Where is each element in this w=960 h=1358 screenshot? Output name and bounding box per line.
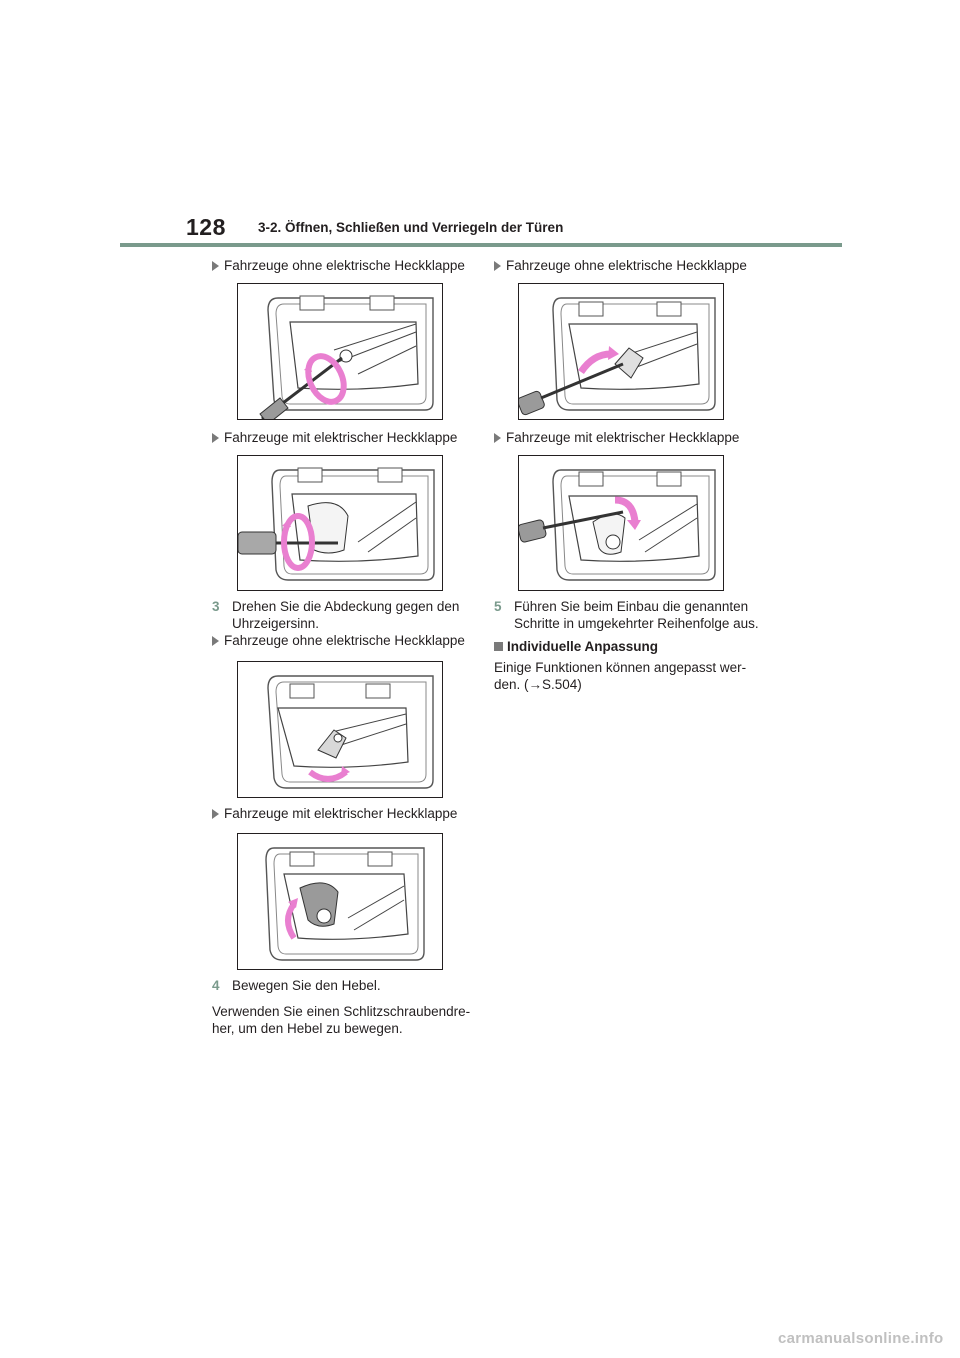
step-line-1: Bewegen Sie den Hebel.: [232, 978, 381, 993]
triangle-bullet-icon: [494, 261, 501, 271]
figure-lever-power: [237, 833, 443, 970]
note-line-2: her, um den Hebel zu bewegen.: [212, 1021, 403, 1036]
caption-text: Fahrzeuge ohne elektrische Heckklappe: [224, 258, 465, 273]
step-line-2: Schritte in umgekehrter Reihenfolge aus.: [514, 616, 759, 631]
caption-right-1: Fahrzeuge ohne elektrische Heckklappe: [494, 257, 747, 274]
figure-cover-rotate-no-power: [237, 283, 443, 420]
step-text: Führen Sie beim Einbau die genannten Sch…: [514, 598, 759, 632]
section-title: 3-2. Öffnen, Schließen und Verriegeln de…: [258, 220, 564, 235]
figure-screwdriver-no-power: [518, 283, 724, 420]
triangle-bullet-icon: [494, 433, 501, 443]
triangle-bullet-icon: [212, 636, 219, 646]
para-line-2: den. (→S.504): [494, 677, 582, 692]
header-rule: [120, 243, 842, 247]
step-text: Drehen Sie die Abdeckung gegen den Uhrze…: [232, 598, 459, 632]
watermark: carmanualsonline.info: [778, 1330, 944, 1347]
step-3: 3 Drehen Sie die Abdeckung gegen den Uhr…: [212, 598, 462, 632]
caption-text: Fahrzeuge mit elektrischer Heckklappe: [506, 430, 740, 445]
section-heading: Individuelle Anpassung: [494, 638, 658, 655]
page-number: 128: [186, 214, 226, 240]
figure-cover-removed-no-power: [237, 661, 443, 798]
note-paragraph: Verwenden Sie einen Schlitzschraubendre-…: [212, 1003, 472, 1037]
caption-text: Fahrzeuge mit elektrischer Heckklappe: [224, 806, 458, 821]
step-line-2: Uhrzeigersinn.: [232, 616, 320, 631]
para-line-1: Einige Funktionen können angepasst wer-: [494, 660, 747, 675]
triangle-bullet-icon: [212, 809, 219, 819]
step-number: 4: [212, 978, 220, 993]
heading-text: Individuelle Anpassung: [507, 639, 659, 654]
caption-text: Fahrzeuge ohne elektrische Heckklappe: [224, 633, 465, 648]
triangle-bullet-icon: [212, 261, 219, 271]
caption-text: Fahrzeuge mit elektrischer Heckklappe: [224, 430, 458, 445]
figure-cover-rotate-power: [237, 455, 443, 591]
note-line-1: Verwenden Sie einen Schlitzschraubendre-: [212, 1004, 471, 1019]
caption-left-4: Fahrzeuge mit elektrischer Heckklappe: [212, 805, 457, 822]
caption-text: Fahrzeuge ohne elektrische Heckklappe: [506, 258, 747, 273]
caption-left-1: Fahrzeuge ohne elektrische Heckklappe: [212, 257, 465, 274]
step-number: 3: [212, 599, 220, 614]
caption-right-2: Fahrzeuge mit elektrischer Heckklappe: [494, 429, 739, 446]
step-line-1: Führen Sie beim Einbau die genannten: [514, 599, 749, 614]
step-5: 5 Führen Sie beim Einbau die genannten S…: [494, 598, 764, 632]
customization-paragraph: Einige Funktionen können angepasst wer- …: [494, 659, 754, 693]
step-line-1: Drehen Sie die Abdeckung gegen den: [232, 599, 460, 614]
square-bullet-icon: [494, 642, 503, 651]
triangle-bullet-icon: [212, 433, 219, 443]
caption-left-2: Fahrzeuge mit elektrischer Heckklappe: [212, 429, 457, 446]
step-number: 5: [494, 599, 502, 614]
step-4: 4 Bewegen Sie den Hebel.: [212, 977, 462, 994]
caption-left-3: Fahrzeuge ohne elektrische Heckklappe: [212, 632, 465, 649]
figure-screwdriver-power: [518, 455, 724, 591]
